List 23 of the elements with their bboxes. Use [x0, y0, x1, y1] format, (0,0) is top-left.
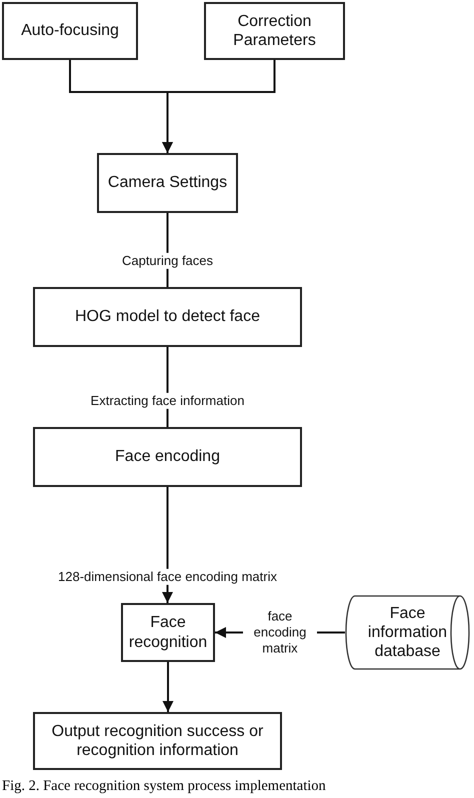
process-box — [2, 2, 138, 60]
process-box — [97, 153, 238, 213]
arrow — [162, 487, 173, 603]
edge-label: Capturing faces — [122, 252, 214, 270]
node-text: Output recognition success or recognition information — [50, 722, 264, 760]
arrow — [162, 662, 174, 712]
arrow — [162, 60, 276, 153]
node-text: Correction Parameters — [232, 12, 317, 50]
node-text: Camera Settings — [106, 173, 228, 193]
figure-caption: Fig. 2. Face recognition system process implementation — [2, 778, 326, 795]
node-text: Face information database — [366, 604, 448, 662]
process-box — [33, 427, 302, 487]
database-cylinder — [345, 595, 470, 670]
node-text: Face recognition — [128, 613, 208, 652]
edge-label: 128-dimensional face encoding matrix — [58, 568, 277, 586]
process-box — [121, 603, 215, 662]
node-text: HOG model to detect face — [74, 307, 261, 327]
edge-label: Extracting face information — [90, 392, 244, 410]
process-box — [204, 2, 345, 60]
process-box — [33, 712, 282, 770]
node-text: Auto-focusing — [20, 21, 120, 41]
process-box — [33, 287, 302, 347]
node-text: Face encoding — [114, 447, 221, 467]
